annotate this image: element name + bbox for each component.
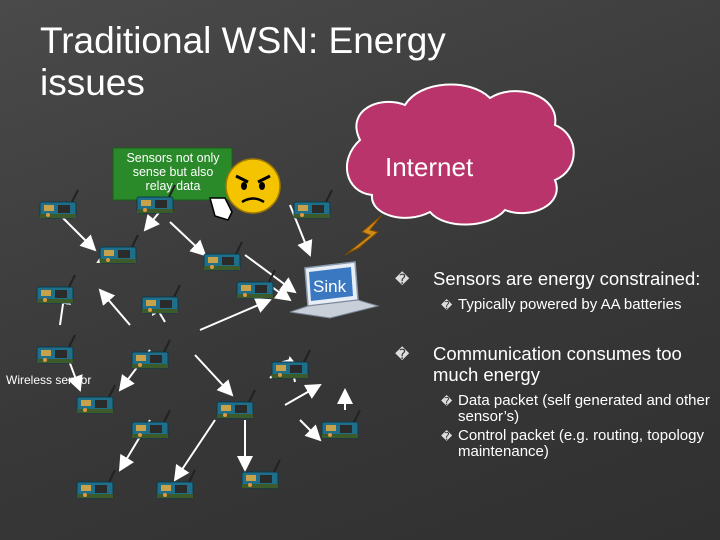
sensor-board-icon bbox=[156, 469, 196, 499]
internet-cloud bbox=[345, 83, 575, 226]
slide-title: Traditional WSN: Energy issues bbox=[40, 20, 446, 103]
sub-bullet-marker-icon: � bbox=[441, 300, 453, 312]
sub-bullet-text: Typically powered by AA batteries bbox=[458, 296, 682, 313]
sensor-board-icon bbox=[271, 349, 311, 379]
sensor-board-icon bbox=[293, 189, 333, 219]
sub-bullet-text: Data packet (self generated and other se… bbox=[458, 392, 710, 425]
bullet-list: � Sensors are energy constrained: � Typi… bbox=[395, 268, 715, 460]
sub-bullet-item: � Typically powered by AA batteries bbox=[395, 297, 715, 313]
internet-label: Internet bbox=[385, 152, 474, 182]
sensor-board-icon bbox=[36, 274, 76, 304]
sensor-board-icon bbox=[36, 334, 76, 364]
sensor-board-icon bbox=[216, 389, 256, 419]
lightning-icon bbox=[344, 214, 383, 256]
angry-smiley-icon bbox=[209, 158, 281, 221]
sensor-board-icon bbox=[321, 409, 361, 439]
sensor-board-icon bbox=[203, 241, 243, 271]
wireless-sensor-label: Wireless sensor bbox=[6, 373, 92, 387]
sensor-nodes bbox=[36, 184, 361, 499]
sink-label: Sink bbox=[313, 277, 347, 296]
speech-bubble-text: Sensors not only sense but also relay da… bbox=[126, 151, 220, 193]
bullet-marker-icon: � bbox=[395, 271, 410, 287]
bullet-item: � Communication consumes too much energy bbox=[395, 343, 715, 385]
sensor-board-icon bbox=[99, 234, 139, 264]
bullet-text: Communication consumes too much energy bbox=[433, 343, 682, 385]
network-arrows bbox=[55, 204, 353, 482]
sensor-board-icon bbox=[76, 469, 116, 499]
sub-bullet-text: Control packet (e.g. routing, topology m… bbox=[458, 427, 704, 460]
sensor-board-icon bbox=[241, 459, 281, 489]
sensor-board-icon bbox=[131, 409, 171, 439]
sub-bullet-marker-icon: � bbox=[441, 431, 453, 443]
laptop-icon bbox=[289, 261, 380, 319]
sub-bullet-marker-icon: � bbox=[441, 396, 453, 408]
bullet-item: � Sensors are energy constrained: bbox=[395, 268, 715, 289]
bullet-text: Sensors are energy constrained: bbox=[433, 268, 701, 289]
sub-bullet-item: � Data packet (self generated and other … bbox=[395, 393, 715, 425]
sensor-board-icon bbox=[131, 339, 171, 369]
sensor-board-icon bbox=[39, 189, 79, 219]
sub-bullet-item: � Control packet (e.g. routing, topology… bbox=[395, 428, 715, 460]
bullet-marker-icon: � bbox=[395, 346, 410, 362]
sensor-board-icon bbox=[76, 384, 116, 414]
sensor-board-icon bbox=[141, 284, 181, 314]
